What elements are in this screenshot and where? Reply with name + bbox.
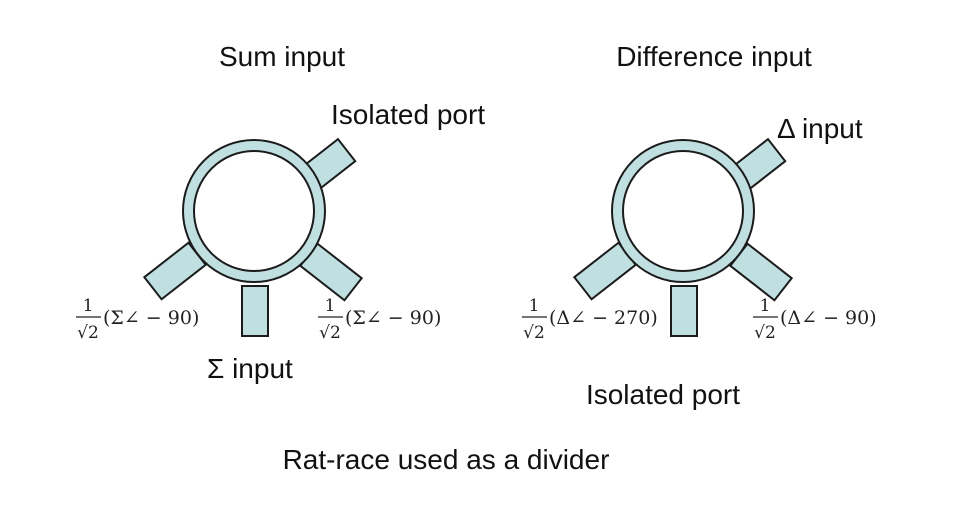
right-ring-hole bbox=[622, 150, 744, 272]
left-ring-hole bbox=[193, 150, 315, 272]
left-isolated-port-label: Isolated port bbox=[331, 99, 485, 130]
left-sum-input-label: Σ input bbox=[207, 353, 293, 384]
svg-text:1: 1 bbox=[760, 296, 771, 316]
svg-text:(Δ∠ − 90): (Δ∠ − 90) bbox=[780, 307, 877, 329]
caption: Rat-race used as a divider bbox=[283, 444, 610, 475]
right-output-left-formula: 1 √2 (Δ∠ − 270) bbox=[522, 296, 658, 343]
right-delta-input-label: Δ input bbox=[777, 113, 863, 144]
svg-text:(Σ∠ − 90): (Σ∠ − 90) bbox=[103, 307, 199, 329]
svg-text:(Σ∠ − 90): (Σ∠ − 90) bbox=[345, 307, 441, 329]
left-rat-race bbox=[142, 137, 364, 337]
left-stub-bottom bbox=[241, 285, 269, 337]
svg-text:√2: √2 bbox=[77, 323, 99, 343]
left-output-left-formula: 1 √2 (Σ∠ − 90) bbox=[76, 296, 199, 343]
svg-text:√2: √2 bbox=[523, 323, 545, 343]
svg-text:√2: √2 bbox=[754, 323, 776, 343]
svg-text:√2: √2 bbox=[319, 323, 341, 343]
right-stub-bottom bbox=[670, 285, 698, 337]
left-title: Sum input bbox=[219, 41, 345, 72]
svg-text:1: 1 bbox=[83, 296, 94, 316]
svg-text:1: 1 bbox=[529, 296, 540, 316]
right-title: Difference input bbox=[616, 41, 812, 72]
svg-text:1: 1 bbox=[325, 296, 336, 316]
right-isolated-port-label: Isolated port bbox=[586, 379, 740, 410]
svg-text:(Δ∠ − 270): (Δ∠ − 270) bbox=[549, 307, 658, 329]
right-rat-race bbox=[572, 137, 794, 337]
left-output-right-formula: 1 √2 (Σ∠ − 90) bbox=[318, 296, 441, 343]
right-output-right-formula: 1 √2 (Δ∠ − 90) bbox=[753, 296, 877, 343]
